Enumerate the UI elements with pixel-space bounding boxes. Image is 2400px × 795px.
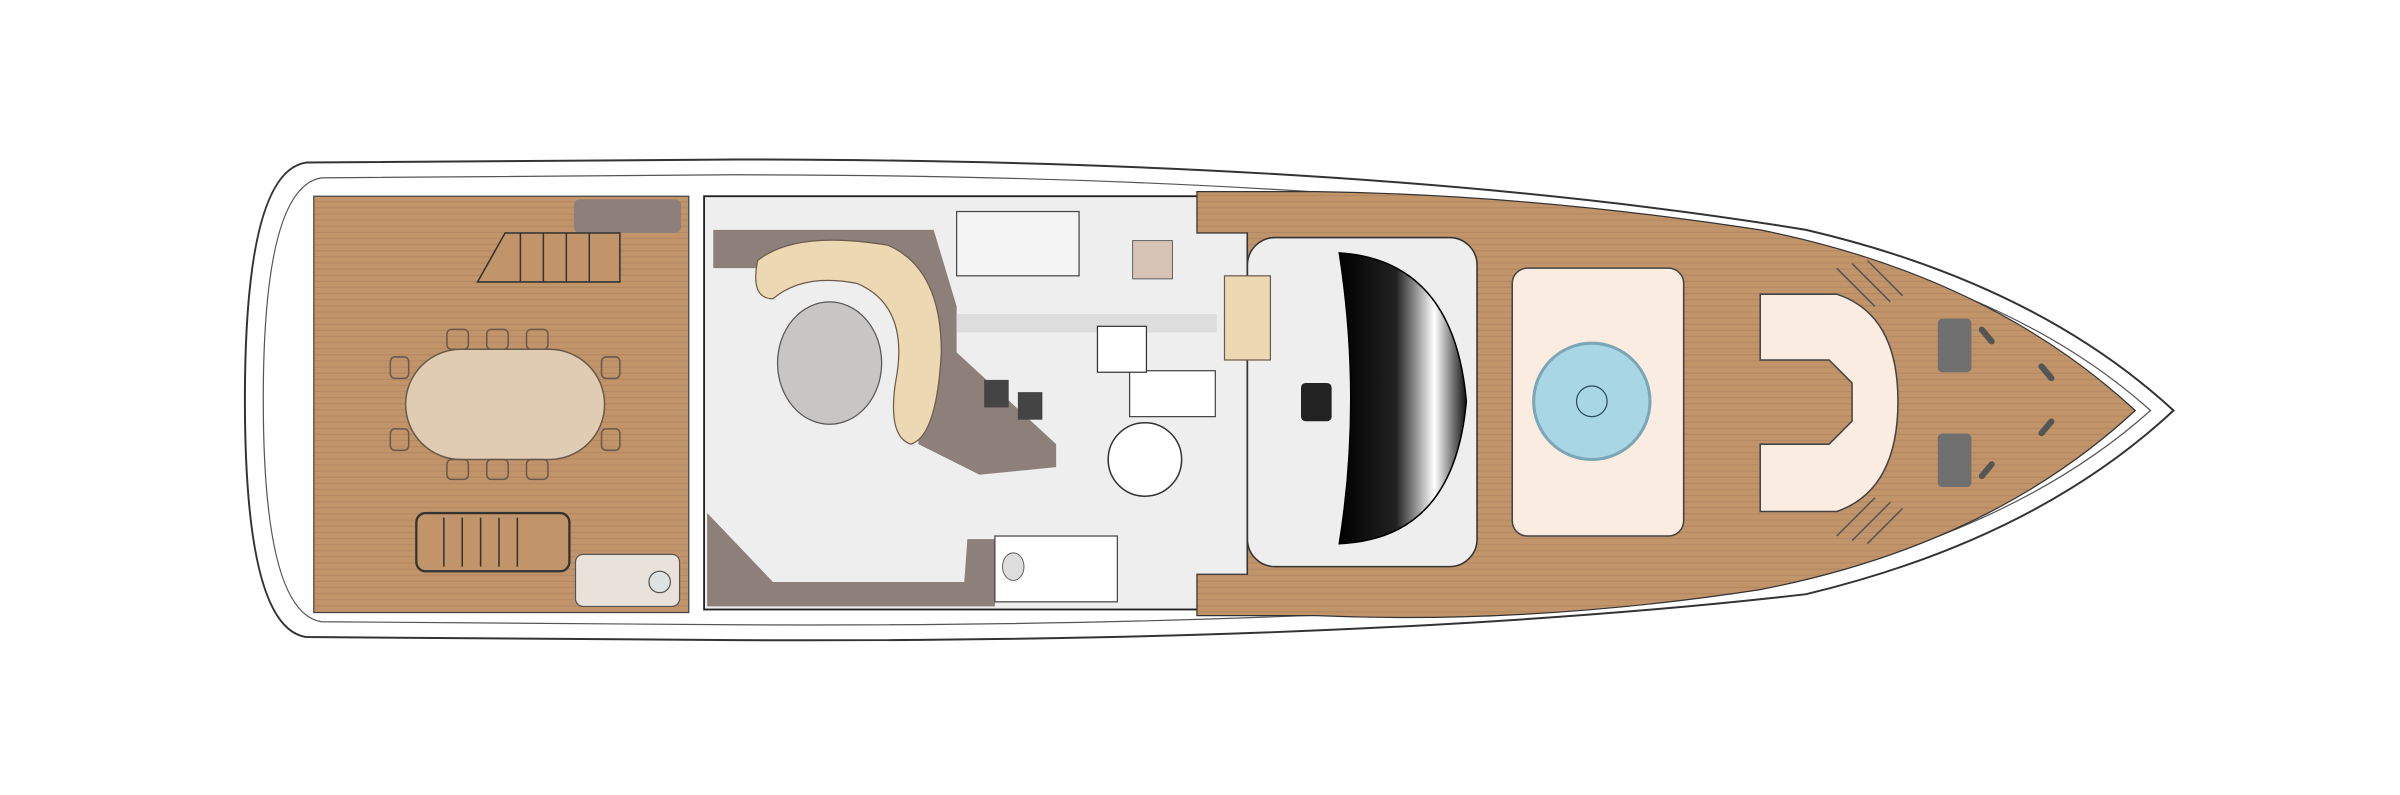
helm-console (1301, 382, 1332, 422)
lower-salon-sofa (707, 513, 995, 607)
dining-table (389, 328, 621, 481)
galley-counter (956, 314, 1217, 333)
forward-seating (1759, 293, 1899, 513)
aft-bench (573, 199, 682, 233)
lift-shaft (1096, 325, 1148, 373)
media-unit-screen-2 (1017, 392, 1043, 420)
jacuzzi (1532, 341, 1652, 462)
anchor-windlass-starboard (1937, 433, 1972, 488)
lower-stairs (415, 511, 571, 573)
bow-steps (1836, 259, 1904, 545)
aft-sink (648, 570, 672, 594)
coffee-table (776, 301, 883, 425)
galley-block (956, 210, 1080, 277)
upper-stairs (476, 232, 621, 283)
anchor-windlass-port (1937, 318, 1972, 373)
mooring-cleats (1978, 326, 2055, 480)
helm-seat (1223, 275, 1272, 361)
media-unit-screen-1 (984, 379, 1009, 408)
straight-staircase (1128, 370, 1216, 418)
crew-stairs (1132, 240, 1173, 280)
jacuzzi-drain (1575, 385, 1608, 418)
spiral-staircase (1107, 421, 1183, 497)
aft-wetbar (574, 553, 681, 608)
toilet (1002, 552, 1025, 581)
windshield (1338, 252, 1468, 545)
curved-sofa-cushion (755, 239, 942, 445)
salon-sofa (713, 229, 1057, 475)
